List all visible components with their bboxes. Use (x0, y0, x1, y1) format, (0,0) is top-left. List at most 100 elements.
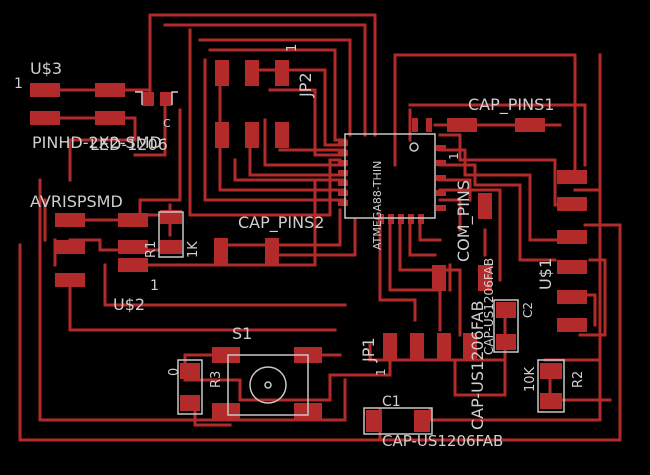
atmega-pin1-label: 1 (447, 152, 461, 160)
u2-pin1-label: 1 (150, 278, 159, 294)
led-pad-a (142, 92, 154, 106)
trace (438, 198, 462, 232)
atmega-pin (378, 214, 384, 224)
jp2-pad (245, 60, 259, 86)
atmega-pin (436, 175, 446, 181)
r3-value-label: 0 (167, 368, 182, 376)
r1-pad-1 (160, 210, 182, 224)
atmega-pin (408, 214, 414, 224)
s1-actuator (249, 366, 287, 404)
c1-pad-1 (366, 410, 382, 432)
atmega-pin (338, 140, 348, 146)
atmega-pin (436, 145, 446, 151)
trace (263, 118, 347, 167)
cap-pins2-pad (214, 238, 228, 264)
jp1-pad (410, 333, 424, 359)
atmega-pin (338, 180, 348, 186)
cap-pins2-pad (265, 238, 279, 264)
trace (238, 343, 392, 402)
c2-outline (493, 299, 519, 353)
r2-label: R2 (571, 371, 586, 388)
jp2-pin1-label: 1 (285, 44, 300, 52)
trace (393, 53, 577, 177)
c2-pad-2 (496, 334, 516, 350)
trace (148, 13, 377, 137)
s1-center (264, 381, 272, 389)
atmega-pin (338, 200, 348, 206)
copper-pads (30, 60, 587, 432)
avrisp-pad-4 (118, 213, 148, 227)
s1-pad-3 (212, 403, 240, 419)
trace (163, 23, 367, 137)
c2-pad-1 (496, 302, 516, 318)
cap-pins1-label: CAP_PINS1 (468, 95, 554, 115)
trace (18, 223, 622, 442)
u3-pad-4 (95, 111, 125, 125)
trace (68, 278, 337, 332)
c2-package-label-lower: CAP-US1206FAB (468, 301, 487, 430)
u1-label: U$1 (536, 258, 555, 290)
led-silk (171, 91, 178, 105)
atmega-pin (338, 190, 348, 196)
u2-label: U$2 (113, 295, 145, 314)
c1-package-label: CAP-US1206FAB (382, 432, 503, 450)
led-pad-c (160, 92, 172, 106)
trace (248, 138, 347, 177)
trace (453, 338, 507, 397)
trace (203, 58, 347, 202)
atmega-pin1-dot (409, 142, 419, 152)
atmega-pin (338, 160, 348, 166)
atmega-pin (338, 150, 348, 156)
trace (198, 38, 352, 137)
atmega-pin (436, 205, 446, 211)
trace (438, 178, 472, 202)
u1-pad (557, 170, 587, 184)
r1-value-label: 1K (186, 241, 201, 258)
c2-package-label: CAP-US1206FAB (482, 258, 496, 355)
atmega-pin (338, 170, 348, 176)
avrisp-pad-6 (118, 258, 148, 272)
r1-pad-2 (160, 240, 182, 254)
trace (68, 116, 137, 182)
u1-pad (557, 290, 587, 304)
trace (418, 218, 442, 242)
trace (193, 408, 232, 427)
r3-pad-2 (180, 395, 200, 411)
avrisp-pad-3 (55, 273, 85, 287)
r3-pad-1 (180, 363, 200, 379)
led-cathode-label: C (163, 117, 171, 130)
trace (253, 68, 347, 147)
c1-outline (363, 407, 433, 435)
jp1-pad (437, 333, 451, 359)
jp2-label: JP2 (296, 72, 315, 98)
r3-outline (177, 359, 203, 415)
atmega-pin (398, 214, 404, 224)
trace (438, 188, 502, 282)
silkscreen-outlines (135, 91, 565, 435)
s1-pad-1 (212, 347, 240, 363)
u1-pad (557, 318, 587, 332)
jp2-pad (275, 122, 289, 148)
trace (438, 148, 572, 242)
trace (408, 218, 437, 257)
r1-label: R1 (144, 241, 159, 258)
trace (188, 28, 342, 217)
trace (578, 258, 607, 337)
r2-outline (537, 359, 565, 413)
r2-value-label: 10K (523, 366, 538, 392)
avrisp-pad-2 (55, 240, 85, 254)
trace (38, 178, 347, 422)
silkscreen-labels: U$3 1 PINHD-2X2-SMD LED-1206 C AVRISPSMD… (14, 44, 586, 450)
c1-pad-2 (414, 410, 430, 432)
jp1-pad (383, 333, 397, 359)
trace (138, 108, 182, 217)
u3-pad-3 (95, 83, 125, 97)
u3-pad-2 (30, 111, 60, 125)
r2-pad-2 (540, 393, 562, 409)
r1-outline (158, 211, 184, 258)
atmega-outline (344, 133, 436, 219)
trace (233, 158, 347, 182)
u3-pin1-label: 1 (14, 76, 23, 92)
